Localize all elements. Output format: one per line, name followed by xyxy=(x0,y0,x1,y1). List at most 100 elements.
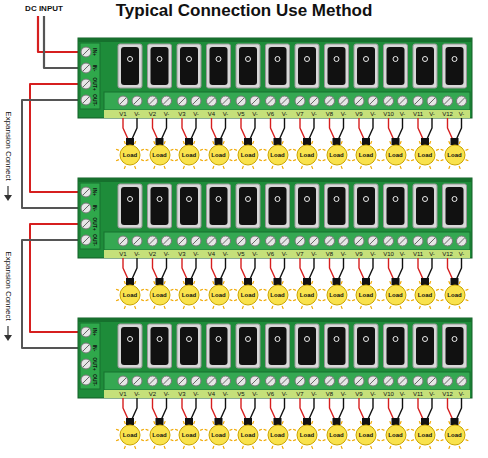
terminal-label: IN- xyxy=(92,200,98,216)
light-ray xyxy=(183,141,184,144)
light-ray xyxy=(352,289,355,290)
terminal-screw xyxy=(443,236,453,246)
load-text: Load xyxy=(385,284,407,306)
load-wire xyxy=(250,258,255,279)
light-ray xyxy=(194,166,195,169)
rocker-switch xyxy=(446,47,464,85)
load-wire xyxy=(389,258,394,279)
light-ray xyxy=(407,300,410,301)
load-wire xyxy=(368,258,373,279)
load-bulb: Load xyxy=(326,424,348,446)
screw-slot xyxy=(311,98,317,104)
load-wire xyxy=(271,118,276,139)
screw-slot xyxy=(83,361,89,367)
light-ray xyxy=(135,141,136,144)
terminal-label: V- xyxy=(366,391,380,398)
light-ray xyxy=(436,440,439,441)
terminal-label: V11 xyxy=(411,251,425,258)
load-wire xyxy=(398,118,403,139)
screw-slot xyxy=(209,98,215,104)
light-ray xyxy=(312,421,313,424)
screw-slot xyxy=(83,49,89,55)
screw-slot xyxy=(209,378,215,384)
terminal-screw xyxy=(81,95,91,105)
light-ray xyxy=(205,440,208,441)
light-ray xyxy=(183,446,184,449)
light-ray xyxy=(419,446,420,449)
screw-slot xyxy=(429,238,435,244)
switch-mark xyxy=(305,197,310,202)
switch-frame xyxy=(295,184,319,228)
screw-slot xyxy=(223,238,229,244)
light-ray xyxy=(289,440,292,441)
screw-slot xyxy=(370,98,376,104)
rocker-switch xyxy=(298,187,316,225)
terminal-label: V- xyxy=(130,391,144,398)
light-ray xyxy=(301,421,302,424)
bulb-circle xyxy=(238,285,258,305)
load-wire xyxy=(162,398,167,419)
screw-slot xyxy=(193,378,199,384)
switch-frame xyxy=(443,44,467,88)
terminal-screw xyxy=(81,203,91,213)
load-wire xyxy=(359,258,364,279)
bulb-circle xyxy=(356,425,376,445)
light-ray xyxy=(154,446,155,449)
load-plug xyxy=(126,278,134,285)
terminal-screw xyxy=(413,376,423,386)
load-text: Load xyxy=(414,424,436,446)
light-ray xyxy=(400,166,401,169)
terminal-label: V3 xyxy=(175,391,189,398)
screw-slot xyxy=(297,378,303,384)
light-ray xyxy=(175,429,178,430)
down-arrow xyxy=(7,186,8,196)
terminal-screw xyxy=(250,236,260,246)
terminal-label: V- xyxy=(455,251,469,258)
load-bulb: Load xyxy=(119,144,141,166)
rocker-switch xyxy=(298,47,316,85)
terminal-screw xyxy=(132,236,142,246)
bulb-circle xyxy=(120,285,140,305)
load-wire xyxy=(330,258,335,279)
light-ray xyxy=(200,160,203,161)
load-text: Load xyxy=(237,144,259,166)
terminal-label: V- xyxy=(307,391,321,398)
light-ray xyxy=(323,149,326,150)
terminal-screw xyxy=(457,236,467,246)
light-ray xyxy=(205,300,208,301)
light-ray xyxy=(377,160,380,161)
light-ray xyxy=(259,429,262,430)
input-terminal-block xyxy=(80,183,100,249)
screw-slot xyxy=(415,238,421,244)
light-ray xyxy=(459,281,460,284)
load-plug xyxy=(274,418,282,425)
switch-mark xyxy=(393,197,398,202)
switch-frame xyxy=(207,44,231,88)
terminal-label: V- xyxy=(337,391,351,398)
din-rail-board xyxy=(78,178,472,258)
load-bulb: Load xyxy=(119,284,141,306)
light-ray xyxy=(223,306,224,309)
terminal-label: V- xyxy=(396,391,410,398)
light-ray xyxy=(135,421,136,424)
light-ray xyxy=(419,306,420,309)
load-bulb: Load xyxy=(385,144,407,166)
screw-slot xyxy=(311,378,317,384)
screw-slot xyxy=(164,238,170,244)
load-bulb: Load xyxy=(296,144,318,166)
terminal-label: V12 xyxy=(441,111,455,118)
rocker-switch xyxy=(298,327,316,365)
screw-slot xyxy=(282,378,288,384)
light-ray xyxy=(264,429,267,430)
switch-frame xyxy=(325,44,349,88)
light-ray xyxy=(272,141,273,144)
switch-mark xyxy=(364,337,369,342)
din-rail-board xyxy=(78,38,472,118)
light-ray xyxy=(164,446,165,449)
load-bulb: Load xyxy=(355,284,377,306)
terminal-label: V1 xyxy=(116,391,130,398)
terminal-screw xyxy=(81,359,91,369)
screw-slot xyxy=(341,98,347,104)
switch-frame xyxy=(207,184,231,228)
terminal-label: V8 xyxy=(323,111,337,118)
